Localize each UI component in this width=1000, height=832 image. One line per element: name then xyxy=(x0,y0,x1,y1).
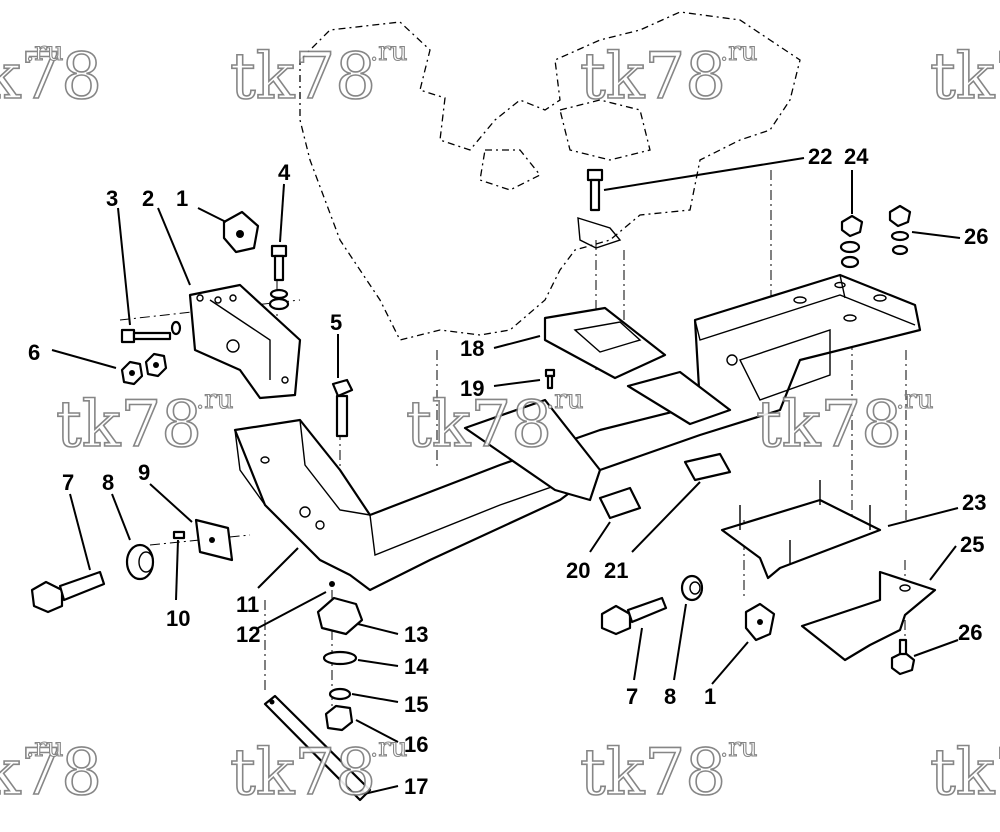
callout-18: 18 xyxy=(460,336,484,361)
watermark: tk78 .ru xyxy=(229,36,408,114)
watermark: tk78 .ru xyxy=(579,36,758,114)
callout-15: 15 xyxy=(404,692,428,717)
svg-text:tk78: tk78 xyxy=(406,388,552,462)
washer-15 xyxy=(328,687,352,701)
callout-19: 19 xyxy=(460,376,484,401)
insulator-1-right xyxy=(744,602,776,642)
svg-text:tk78: tk78 xyxy=(580,736,726,810)
svg-text:.ru: .ru xyxy=(370,37,407,67)
callout-12: 12 xyxy=(236,622,260,647)
svg-text:tk78: tk78 xyxy=(930,40,1000,114)
watermark: tk78 .ru xyxy=(755,384,934,462)
svg-text:tk78: tk78 xyxy=(0,736,102,810)
callout-11: 11 xyxy=(236,592,259,617)
washer-8-left xyxy=(125,543,155,581)
svg-text:.ru: .ru xyxy=(26,37,63,67)
nuts-26-top xyxy=(888,204,912,256)
bolt-3 xyxy=(120,320,182,344)
bracket-plate-25 xyxy=(800,570,937,662)
engine-ghost-outline xyxy=(299,11,801,341)
watermark: tk78 .ru xyxy=(579,732,758,810)
callout-7-left: 7 xyxy=(62,470,74,495)
callout-10: 10 xyxy=(166,606,190,631)
svg-text:tk78: tk78 xyxy=(230,736,376,810)
svg-text:.ru: .ru xyxy=(370,733,407,763)
washer-14 xyxy=(322,650,358,666)
support-plate-center xyxy=(463,370,732,502)
callout-14: 14 xyxy=(404,654,429,679)
bolt-26-lower xyxy=(890,638,916,676)
callout-1-right: 1 xyxy=(704,684,716,709)
watermark: tk78 .ru xyxy=(0,36,103,114)
bolt-19 xyxy=(544,368,556,390)
pin-12 xyxy=(329,581,335,587)
watermark: tk78 xyxy=(929,735,1000,811)
callout-labels: 1 2 3 4 5 6 7 8 9 10 11 12 13 14 15 16 1… xyxy=(28,144,988,799)
callout-8-right: 8 xyxy=(664,684,676,709)
callout-26-lower: 26 xyxy=(958,620,982,645)
callout-20: 20 xyxy=(566,558,590,583)
bracket-21 xyxy=(683,452,732,482)
svg-text:tk78: tk78 xyxy=(0,40,102,114)
callout-26-top: 26 xyxy=(964,224,988,249)
callout-4: 4 xyxy=(278,160,291,185)
bolt-4 xyxy=(268,244,290,311)
svg-text:.ru: .ru xyxy=(720,37,757,67)
plate-9 xyxy=(194,518,234,562)
insulator-13 xyxy=(316,596,364,636)
nut-16 xyxy=(324,704,354,732)
callout-13: 13 xyxy=(404,622,428,647)
callout-25: 25 xyxy=(960,532,984,557)
svg-text:tk78: tk78 xyxy=(56,388,202,462)
callout-22: 22 xyxy=(808,144,832,169)
watermarks: tk78 .ru tk78 .ru tk78 .ru tk78 tk78 .ru… xyxy=(0,36,1000,811)
callout-2: 2 xyxy=(142,186,154,211)
watermark: tk78 .ru xyxy=(405,384,584,462)
callout-6: 6 xyxy=(28,340,40,365)
mount-plate-23 xyxy=(720,480,882,580)
svg-text:.ru: .ru xyxy=(26,733,63,763)
callout-1-top: 1 xyxy=(176,186,188,211)
watermark: tk78 .ru xyxy=(55,384,234,462)
watermark: tk78 .ru xyxy=(0,732,103,810)
nuts-24 xyxy=(839,214,864,269)
bracket-20 xyxy=(598,486,642,520)
svg-text:.ru: .ru xyxy=(896,385,933,415)
mount-bracket-2 xyxy=(188,283,302,400)
strap-17 xyxy=(263,694,372,802)
svg-text:.ru: .ru xyxy=(720,733,757,763)
callout-17: 17 xyxy=(404,774,428,799)
leader-lines xyxy=(51,157,961,795)
watermark: tk78 .ru xyxy=(229,732,408,810)
bolt-5 xyxy=(331,378,354,438)
bolt-7-right xyxy=(600,596,668,636)
skid-plate-18 xyxy=(543,306,667,380)
bolt-22 xyxy=(577,168,622,249)
svg-text:.ru: .ru xyxy=(196,385,233,415)
callout-21: 21 xyxy=(604,558,628,583)
callout-23: 23 xyxy=(962,490,986,515)
washer-8-right xyxy=(680,574,704,602)
svg-text:tk78: tk78 xyxy=(580,40,726,114)
svg-text:.ru: .ru xyxy=(546,385,583,415)
callout-5: 5 xyxy=(330,310,342,335)
svg-text:tk78: tk78 xyxy=(756,388,902,462)
callout-7-right: 7 xyxy=(626,684,638,709)
callout-9: 9 xyxy=(138,460,150,485)
nuts-6 xyxy=(120,352,168,386)
bolt-7-left xyxy=(30,570,106,614)
callout-8-left: 8 xyxy=(102,470,114,495)
callout-3: 3 xyxy=(106,186,118,211)
callout-16: 16 xyxy=(404,732,428,757)
watermark: tk78 xyxy=(929,39,1000,115)
callout-24: 24 xyxy=(844,144,869,169)
screw-10 xyxy=(172,530,186,540)
crossmember-frame xyxy=(233,273,922,592)
svg-text:tk78: tk78 xyxy=(230,40,376,114)
insulator-1-top xyxy=(222,210,260,254)
svg-text:tk78: tk78 xyxy=(930,736,1000,810)
